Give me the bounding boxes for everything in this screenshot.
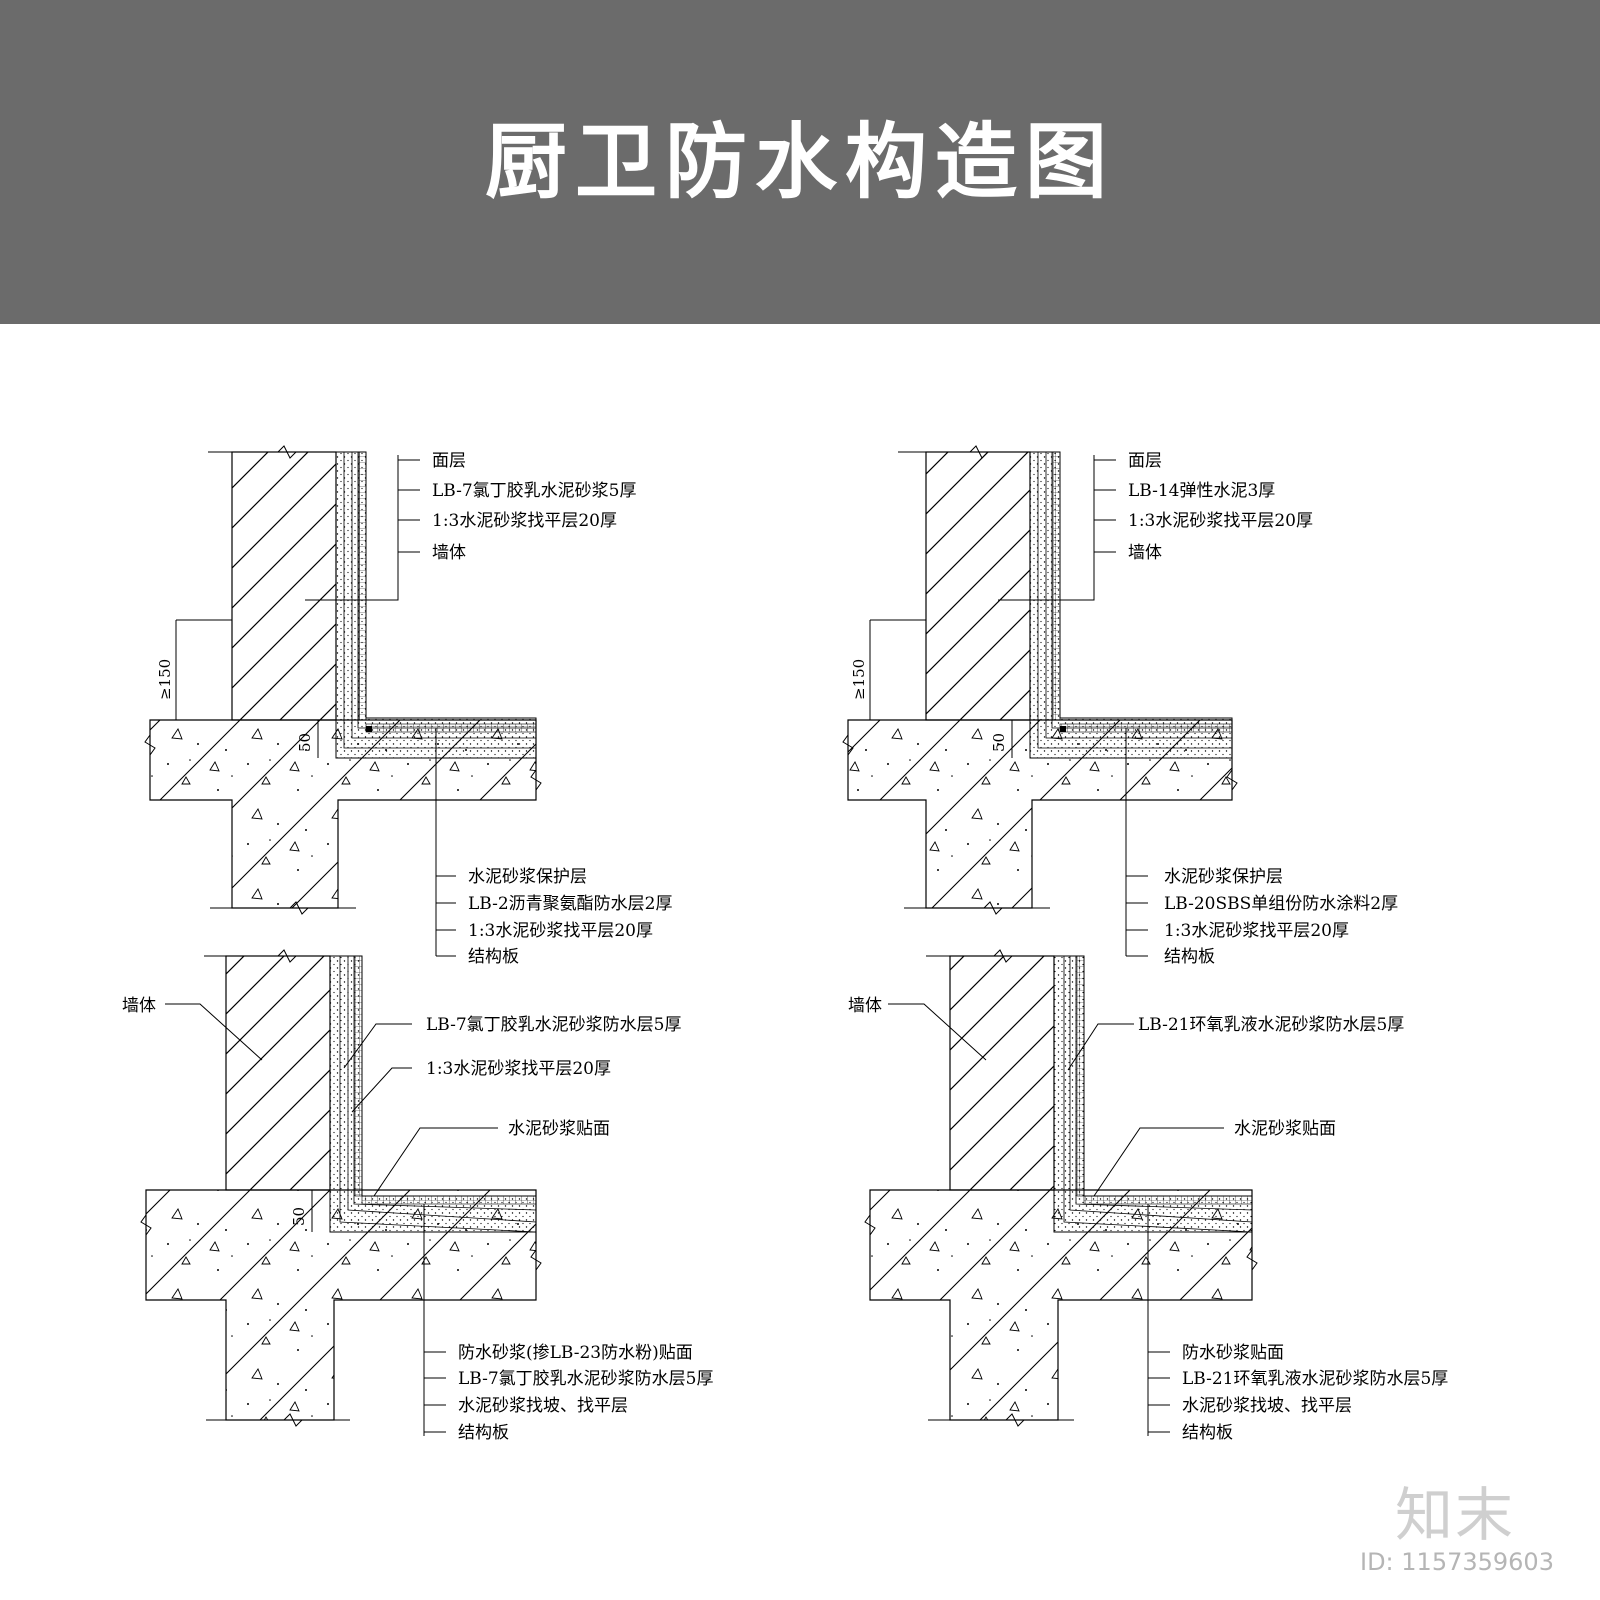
label-floor-leveling: 1:3水泥砂浆找平层20厚 bbox=[468, 921, 653, 941]
label-wall-waterproof: LB-7氯丁胶乳水泥砂浆防水层5厚 bbox=[426, 1015, 681, 1035]
label-sbs-coating: LB-20SBS单组份防水涂料2厚 bbox=[1164, 894, 1398, 914]
label-leveling-layer: 1:3水泥砂浆找平层20厚 bbox=[426, 1059, 611, 1079]
label-wall-waterproof: LB-21环氧乳液水泥砂浆防水层5厚 bbox=[1138, 1015, 1404, 1035]
label-wall: 墙体 bbox=[848, 996, 882, 1016]
label-waterproof-layer: LB-2沥青聚氨酯防水层2厚 bbox=[468, 894, 672, 914]
wall-1 bbox=[208, 445, 350, 721]
label-finish-layer: 面层 bbox=[432, 451, 466, 471]
dim-50: 50 bbox=[296, 733, 314, 752]
layers-4 bbox=[1053, 955, 1253, 1233]
detail-4: 墙体 LB-21环氧乳液水泥砂浆防水层5厚 水泥砂浆贴面 防水砂浆贴面 LB-2… bbox=[848, 949, 1448, 1443]
wall-2 bbox=[898, 445, 1046, 721]
label-wall: 墙体 bbox=[122, 996, 156, 1016]
detail-3: 50 墙体 LB-7氯丁胶乳水泥砂浆防水层5厚 1:3水泥砂浆找平层20厚 水泥… bbox=[122, 949, 713, 1443]
dim-50: 50 bbox=[990, 733, 1008, 752]
page-title: 厨卫防水构造图 bbox=[484, 115, 1115, 210]
layers-1 bbox=[335, 451, 537, 759]
label-waterproof-mortar: LB-7氯丁胶乳水泥砂浆5厚 bbox=[432, 481, 636, 501]
layers-2 bbox=[1029, 451, 1233, 759]
labels-4: 墙体 LB-21环氧乳液水泥砂浆防水层5厚 水泥砂浆贴面 防水砂浆贴面 LB-2… bbox=[848, 996, 1448, 1443]
detail-2: ≥150 50 面层 LB-14弹性水泥3厚 1:3水泥砂浆找平层20厚 墙体 … bbox=[842, 445, 1398, 967]
label-cement-facing: 水泥砂浆贴面 bbox=[1234, 1119, 1336, 1139]
dim-50: 50 bbox=[290, 1207, 308, 1226]
label-structural-slab: 结构板 bbox=[1182, 1423, 1233, 1443]
image-id-text: ID: 1157359603 bbox=[1360, 1548, 1554, 1576]
label-protection-layer: 水泥砂浆保护层 bbox=[468, 867, 587, 887]
label-leveling-layer: 1:3水泥砂浆找平层20厚 bbox=[432, 511, 617, 531]
wall-3 bbox=[204, 949, 350, 1191]
labels-1: 面层 LB-7氯丁胶乳水泥砂浆5厚 1:3水泥砂浆找平层20厚 墙体 水泥砂浆保… bbox=[432, 451, 672, 967]
detail-1: ≥150 50 面层 LB-7氯丁胶乳水泥砂浆5厚 1:3水泥砂浆找平层20厚 … bbox=[144, 445, 672, 967]
label-cement-facing: 水泥砂浆贴面 bbox=[508, 1119, 610, 1139]
label-waterproof-mortar-facing: 防水砂浆(掺LB-23防水粉)贴面 bbox=[458, 1343, 693, 1363]
label-structural-slab: 结构板 bbox=[1164, 947, 1215, 967]
leaders-1 bbox=[305, 455, 456, 957]
label-slope-leveling: 水泥砂浆找坡、找平层 bbox=[458, 1396, 628, 1416]
label-protection-layer: 水泥砂浆保护层 bbox=[1164, 867, 1283, 887]
labels-2: 面层 LB-14弹性水泥3厚 1:3水泥砂浆找平层20厚 墙体 水泥砂浆保护层 … bbox=[1128, 451, 1398, 967]
label-floor-waterproof: LB-21环氧乳液水泥砂浆防水层5厚 bbox=[1182, 1369, 1448, 1389]
leaders-3 bbox=[165, 1003, 498, 1436]
label-wall: 墙体 bbox=[432, 543, 466, 563]
wall-4 bbox=[926, 949, 1074, 1191]
dimension-1: ≥150 50 bbox=[156, 619, 336, 758]
label-elastic-cement: LB-14弹性水泥3厚 bbox=[1128, 481, 1275, 501]
watermark-logo: 知末 bbox=[1395, 1481, 1516, 1549]
label-waterproof-mortar-facing: 防水砂浆贴面 bbox=[1182, 1343, 1284, 1363]
label-finish-layer: 面层 bbox=[1128, 451, 1162, 471]
leaders-4 bbox=[888, 1003, 1224, 1436]
leaders-2 bbox=[998, 455, 1148, 957]
label-floor-waterproof: LB-7氯丁胶乳水泥砂浆防水层5厚 bbox=[458, 1369, 713, 1389]
label-structural-slab: 结构板 bbox=[468, 947, 519, 967]
layers-3 bbox=[329, 955, 537, 1233]
label-floor-leveling: 1:3水泥砂浆找平层20厚 bbox=[1164, 921, 1349, 941]
header-banner: 厨卫防水构造图 bbox=[0, 0, 1600, 324]
labels-3: 墙体 LB-7氯丁胶乳水泥砂浆防水层5厚 1:3水泥砂浆找平层20厚 水泥砂浆贴… bbox=[122, 996, 713, 1443]
dim-min-150: ≥150 bbox=[156, 659, 174, 700]
label-wall: 墙体 bbox=[1128, 543, 1162, 563]
label-leveling-layer: 1:3水泥砂浆找平层20厚 bbox=[1128, 511, 1313, 531]
dim-min-150: ≥150 bbox=[850, 659, 868, 700]
label-structural-slab: 结构板 bbox=[458, 1423, 509, 1443]
dimension-3: 50 bbox=[290, 1189, 330, 1232]
label-slope-leveling: 水泥砂浆找坡、找平层 bbox=[1182, 1396, 1352, 1416]
dimension-2: ≥150 50 bbox=[850, 619, 1030, 758]
